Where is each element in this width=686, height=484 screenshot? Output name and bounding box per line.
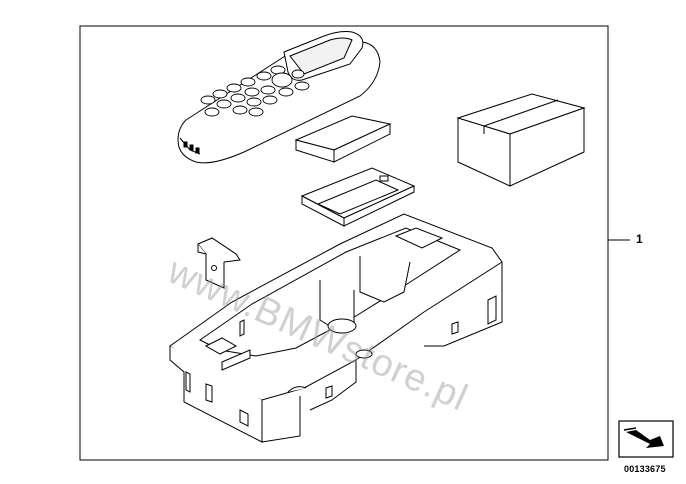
handset: [177, 31, 381, 164]
cradle-plate: [300, 167, 416, 227]
direction-arrow-icon[interactable]: [618, 420, 674, 458]
console-holder: [169, 213, 503, 443]
part-number-label: 1: [636, 232, 643, 246]
diagram-frame: [79, 25, 609, 461]
battery: [294, 115, 392, 163]
box: [456, 93, 586, 187]
diagram-number: 00133675: [624, 464, 666, 474]
clip: [197, 237, 241, 289]
